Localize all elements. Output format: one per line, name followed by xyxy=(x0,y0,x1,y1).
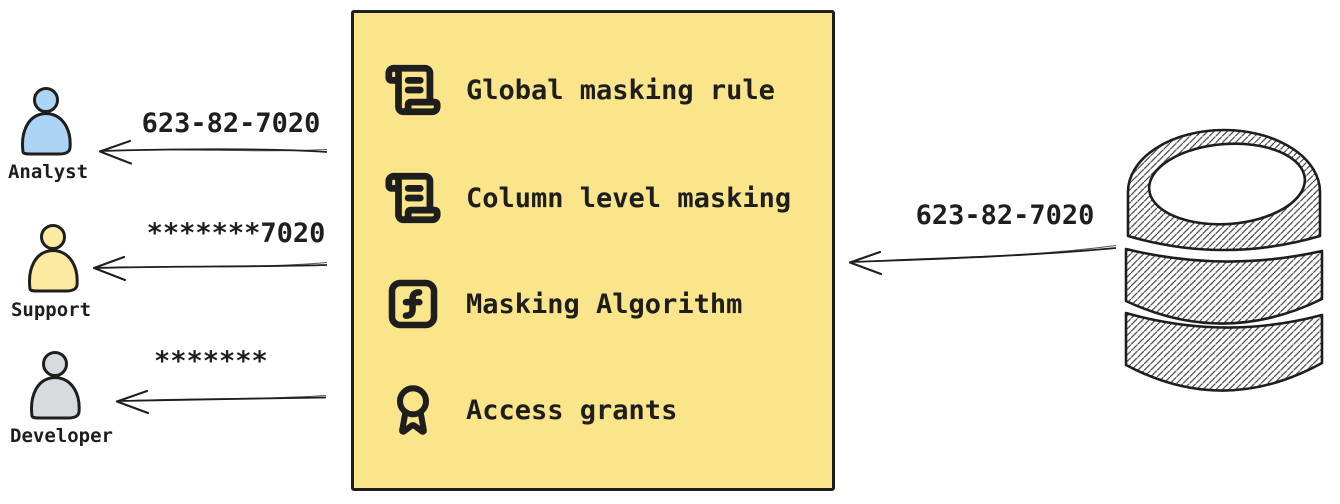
arrow-to-support xyxy=(92,255,328,282)
box-row-access-grants: Access grants xyxy=(384,377,677,443)
analyst-label: Analyst xyxy=(7,161,89,183)
flow-value-database: 623-82-7020 xyxy=(915,200,1095,231)
support-figure xyxy=(28,224,79,293)
function-square-icon xyxy=(384,271,442,337)
database-icon xyxy=(1124,128,1324,392)
box-item-label: Access grants xyxy=(466,394,678,426)
developer-figure xyxy=(30,351,81,420)
scroll-text-icon xyxy=(384,57,442,123)
box-item-label: Global masking rule xyxy=(466,74,775,106)
scroll-text-icon xyxy=(384,165,442,231)
support-label: Support xyxy=(10,299,92,321)
box-row-global-masking-rule: Global masking rule xyxy=(384,57,775,123)
award-icon xyxy=(384,377,442,443)
developer-label: Developer xyxy=(10,425,113,447)
flow-value-developer: ******* xyxy=(154,346,268,377)
flow-value-support: *******7020 xyxy=(146,218,326,249)
box-row-masking-algorithm: Masking Algorithm xyxy=(384,271,742,337)
box-item-label: Column level masking xyxy=(466,182,792,214)
arrow-to-developer xyxy=(115,389,327,415)
arrow-to-analyst xyxy=(98,139,328,165)
box-row-column-level-masking: Column level masking xyxy=(384,165,791,231)
box-item-label: Masking Algorithm xyxy=(466,288,743,320)
flow-value-analyst: 623-82-7020 xyxy=(141,108,321,139)
masking-rules-box: Global masking rule Column level masking… xyxy=(351,10,835,491)
arrow-database-to-box xyxy=(848,244,1117,276)
analyst-figure xyxy=(21,87,72,156)
